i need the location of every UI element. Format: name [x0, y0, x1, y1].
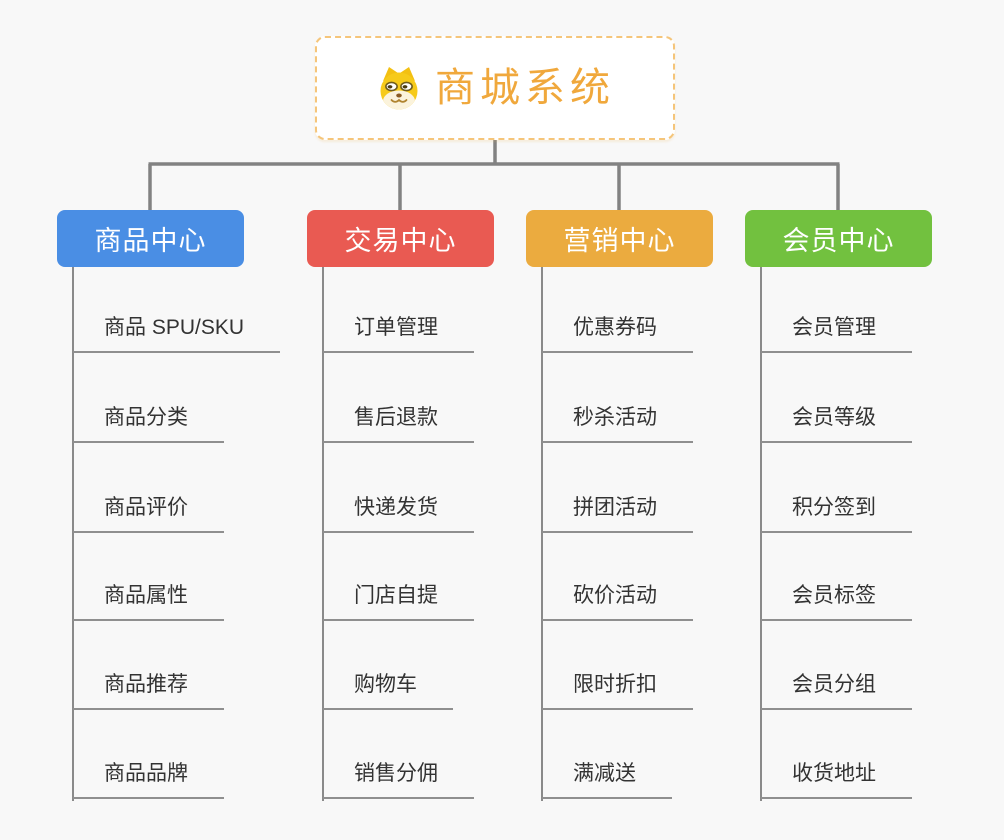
leaf-item[interactable]: 满减送	[542, 761, 672, 799]
root-title: 商城系统	[435, 66, 615, 110]
leaf-item[interactable]: 秒杀活动	[542, 405, 693, 443]
branch-header-trade[interactable]: 交易中心	[307, 210, 494, 267]
leaf-item[interactable]: 购物车	[323, 672, 453, 710]
leaf-item[interactable]: 快递发货	[323, 495, 474, 533]
leaf-item[interactable]: 商品推荐	[73, 672, 224, 710]
leaf-item[interactable]: 商品 SPU/SKU	[73, 315, 281, 353]
branch-column-product: 商品 SPU/SKU 商品分类 商品评价 商品属性 商品推荐 商品品牌	[73, 268, 303, 808]
branch-header-product[interactable]: 商品中心	[57, 210, 244, 267]
leaf-item[interactable]: 会员管理	[761, 315, 912, 353]
leaf-item[interactable]: 商品属性	[73, 583, 224, 621]
branch-column-marketing: 优惠券码 秒杀活动 拼团活动 砍价活动 限时折扣 满减送	[542, 268, 772, 808]
leaf-item[interactable]: 优惠券码	[542, 315, 693, 353]
dog-face-icon	[380, 67, 418, 110]
leaf-item[interactable]: 订单管理	[323, 315, 474, 353]
branch-column-member: 会员管理 会员等级 积分签到 会员标签 会员分组 收货地址	[761, 268, 991, 808]
leaf-item[interactable]: 门店自提	[323, 583, 474, 621]
leaf-item[interactable]: 商品品牌	[73, 761, 224, 799]
leaf-item[interactable]: 砍价活动	[542, 583, 693, 621]
leaf-item[interactable]: 会员等级	[761, 405, 912, 443]
leaf-item[interactable]: 积分签到	[761, 495, 912, 533]
leaf-item[interactable]: 会员分组	[761, 672, 912, 710]
leaf-item[interactable]: 收货地址	[761, 761, 912, 799]
branch-header-marketing[interactable]: 营销中心	[526, 210, 713, 267]
leaf-item[interactable]: 销售分佣	[323, 761, 474, 799]
branch-header-member[interactable]: 会员中心	[745, 210, 932, 267]
leaf-item[interactable]: 会员标签	[761, 583, 912, 621]
leaf-item[interactable]: 拼团活动	[542, 495, 693, 533]
leaf-item[interactable]: 商品评价	[73, 495, 224, 533]
root-node[interactable]: 商城系统	[315, 36, 675, 140]
leaf-item[interactable]: 限时折扣	[542, 672, 693, 710]
leaf-item[interactable]: 商品分类	[73, 405, 224, 443]
branch-column-trade: 订单管理 售后退款 快递发货 门店自提 购物车 销售分佣	[323, 268, 553, 808]
leaf-item[interactable]: 售后退款	[323, 405, 474, 443]
